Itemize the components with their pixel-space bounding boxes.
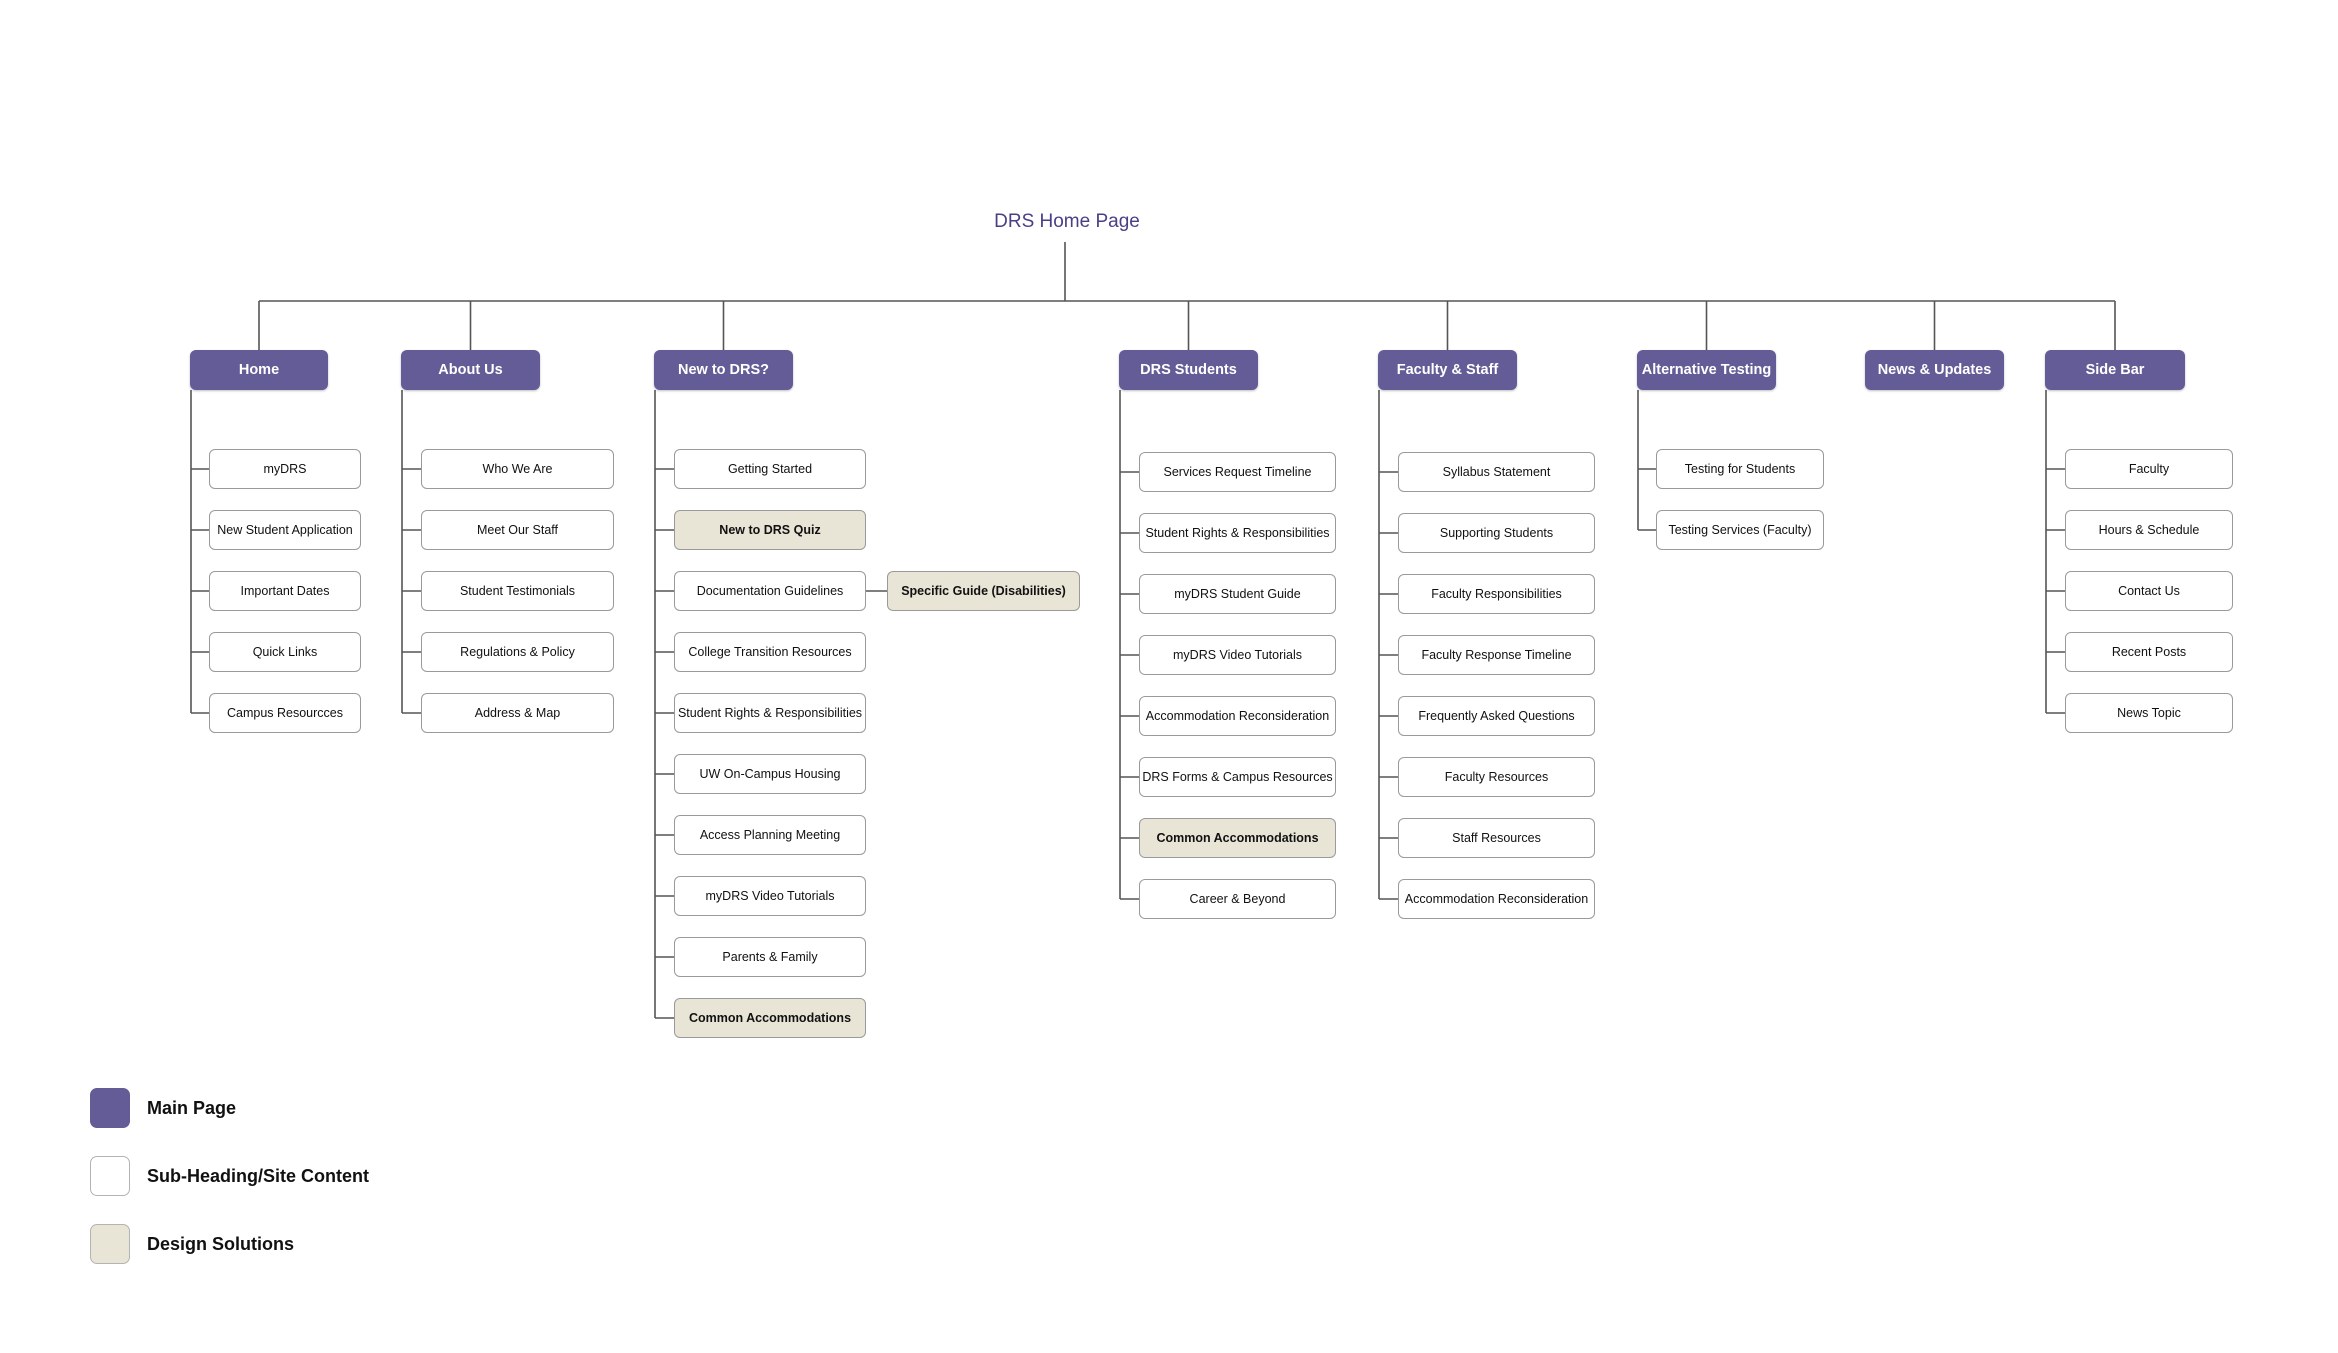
sub-node: Career & Beyond [1139,879,1336,919]
sub-node: Important Dates [209,571,361,611]
main-node-side-bar: Side Bar [2045,350,2185,390]
sub-node: Testing for Students [1656,449,1824,489]
main-node-about-us: About Us [401,350,540,390]
sub-node: Who We Are [421,449,614,489]
legend-label-sub: Sub-Heading/Site Content [147,1166,369,1186]
sub-node: Faculty Responsibilities [1398,574,1595,614]
sub-node: College Transition Resources [674,632,866,672]
sub-node: Accommodation Reconsideration [1139,696,1336,736]
sub-node: Parents & Family [674,937,866,977]
sub-node: DRS Forms & Campus Resources [1139,757,1336,797]
sub-node: Student Rights & Responsibilities [1139,513,1336,553]
sub-node: Supporting Students [1398,513,1595,553]
legend-label-design: Design Solutions [147,1234,295,1254]
design-solution-node: New to DRS Quiz [674,510,866,550]
sub-node: myDRS Video Tutorials [1139,635,1336,675]
main-node-alternative-testing: Alternative Testing [1637,350,1776,390]
sub-node: Accommodation Reconsideration [1398,879,1595,919]
sub-node: Student Testimonials [421,571,614,611]
legend-swatch-sub [90,1156,130,1196]
sub-node: myDRS [209,449,361,489]
legend-swatch-main [90,1088,130,1128]
legend-label-main: Main Page [147,1098,237,1118]
main-node-faculty-staff: Faculty & Staff [1378,350,1517,390]
main-node-new-to-drs: New to DRS? [654,350,793,390]
sub-node: Syllabus Statement [1398,452,1595,492]
sub-node: Testing Services (Faculty) [1656,510,1824,550]
sub-node: Meet Our Staff [421,510,614,550]
design-solution-node: Common Accommodations [674,998,866,1038]
sub-node: Contact Us [2065,571,2233,611]
sub-node: Hours & Schedule [2065,510,2233,550]
sub-node: Regulations & Policy [421,632,614,672]
sub-node: Documentation Guidelines [674,571,866,611]
main-node-news-updates: News & Updates [1865,350,2004,390]
sub-node: Getting Started [674,449,866,489]
legend-swatch-design [90,1224,130,1264]
root-title: DRS Home Page [994,211,1140,232]
sub-node: Faculty [2065,449,2233,489]
sub-node: Recent Posts [2065,632,2233,672]
sub-node: Frequently Asked Questions [1398,696,1595,736]
design-solution-node: Specific Guide (Disabilities) [887,571,1080,611]
sub-node: UW On-Campus Housing [674,754,866,794]
sub-node: Faculty Response Timeline [1398,635,1595,675]
sub-node: Services Request Timeline [1139,452,1336,492]
main-node-drs-students: DRS Students [1119,350,1258,390]
sub-node: New Student Application [209,510,361,550]
design-solution-node: Common Accommodations [1139,818,1336,858]
sub-node: Campus Resourcces [209,693,361,733]
sub-node: Staff Resources [1398,818,1595,858]
sub-node: Access Planning Meeting [674,815,866,855]
sub-node: Address & Map [421,693,614,733]
sub-node: Student Rights & Responsibilities [674,693,866,733]
sub-node: News Topic [2065,693,2233,733]
main-node-home: Home [190,350,328,390]
sub-node: Faculty Resources [1398,757,1595,797]
sub-node: myDRS Student Guide [1139,574,1336,614]
sub-node: myDRS Video Tutorials [674,876,866,916]
sub-node: Quick Links [209,632,361,672]
